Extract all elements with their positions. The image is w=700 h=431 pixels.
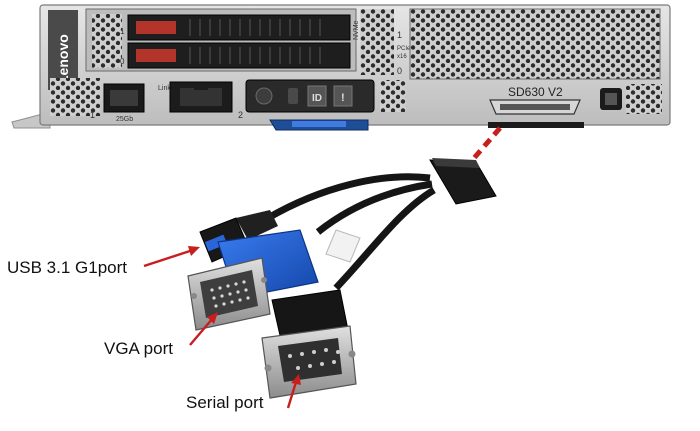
model-label: SD630 V2 [508, 85, 563, 99]
sfp-25gb-port[interactable] [104, 84, 144, 112]
brand-label: Lenovo [55, 34, 71, 84]
serial-db9-connector[interactable] [262, 290, 356, 398]
vent-grille-right [410, 9, 660, 79]
breakout-cable-head[interactable] [430, 158, 496, 204]
drive-0-release-latch[interactable] [136, 49, 176, 62]
vga-port-callout: VGA port [104, 340, 173, 357]
vent-grille-lower-right [626, 84, 662, 114]
nvme-num-1: 1 [397, 30, 402, 40]
usb-port-callout: USB 3.1 G1port [7, 259, 127, 276]
vent-grille-center [360, 9, 394, 75]
nvme-label: NVMe [353, 20, 360, 40]
lock-icon [288, 88, 298, 104]
vent-grille-left [92, 14, 122, 68]
power-button[interactable] [256, 88, 272, 104]
kvm-connector-port[interactable] [490, 100, 580, 114]
vent-grille-lower-mid [380, 80, 406, 112]
port-num-2: 2 [238, 110, 243, 120]
nvme-num-0: 0 [397, 66, 402, 76]
nic-speed-label: 25Gb [116, 116, 133, 123]
bay-num-1: 1 [120, 27, 125, 36]
alert-label: ! [341, 92, 345, 104]
usb-callout-arrow [144, 250, 193, 266]
usb-port-callout-suffix: port [98, 258, 127, 277]
bay-num-0: 0 [120, 57, 125, 66]
usb-port-callout-text: USB 3.1 G1 [7, 258, 98, 277]
rj45-port[interactable] [170, 82, 232, 112]
link-label: Link [158, 85, 171, 92]
drive-bay-0[interactable] [128, 43, 350, 68]
drive-1-release-latch[interactable] [136, 21, 176, 34]
id-label: ID [312, 93, 322, 104]
pcie-width-label: x16 [397, 54, 407, 60]
port-num-1: 1 [90, 110, 95, 120]
drive-bay-1[interactable] [128, 15, 350, 40]
usb-arrowhead [188, 246, 200, 256]
pcie-label: PCIe [397, 46, 411, 52]
serial-port-callout: Serial port [186, 394, 263, 411]
server-chassis: Lenovo 1 0 [12, 5, 670, 130]
